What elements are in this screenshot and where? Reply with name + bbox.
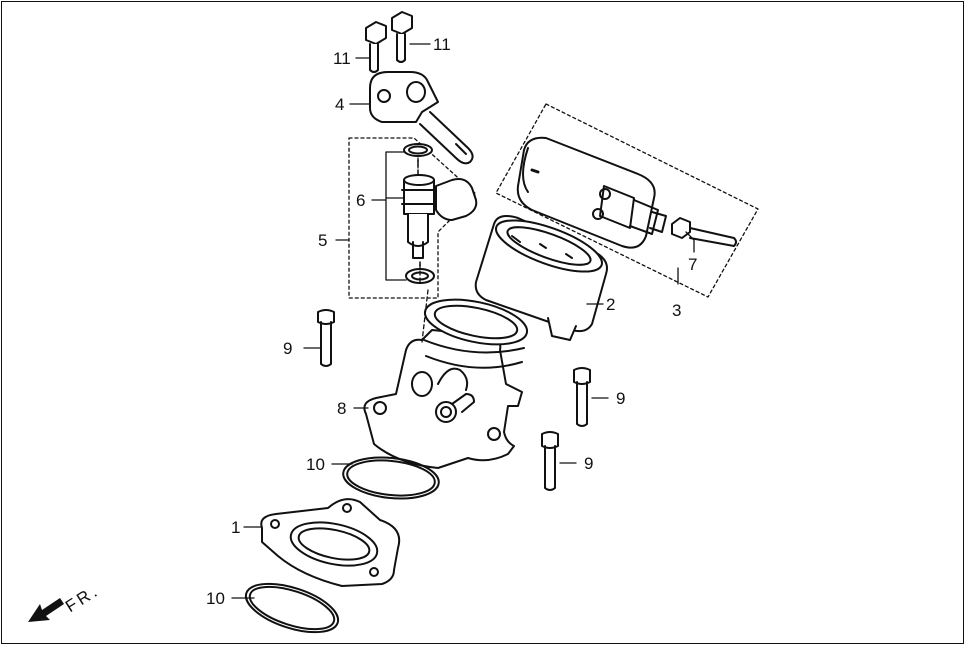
front-direction-arrow-icon xyxy=(28,598,64,622)
callout-9-right-top: 9 xyxy=(616,389,626,408)
callout-11-left: 11 xyxy=(333,49,351,68)
callout-10-lower: 10 xyxy=(206,589,225,608)
part-8-throttle-body xyxy=(363,298,529,469)
part-10-seal-upper xyxy=(342,456,440,500)
part-4-fuel-connector xyxy=(369,71,474,165)
part-1-flange xyxy=(260,498,401,587)
leader-lines xyxy=(231,43,695,599)
callout-9-right-bottom: 9 xyxy=(584,454,594,473)
part-2-cover xyxy=(474,215,608,341)
callout-9-left: 9 xyxy=(283,339,293,358)
callout-10-upper: 10 xyxy=(306,455,325,474)
part-10-seal-lower xyxy=(244,582,340,634)
callout-4: 4 xyxy=(335,95,345,114)
bolt-11-left xyxy=(365,21,387,73)
part-7-screw xyxy=(671,217,737,247)
part-3-group-outline xyxy=(495,103,759,298)
bolt-11-right xyxy=(391,11,413,63)
callout-6: 6 xyxy=(356,191,366,210)
callout-7: 7 xyxy=(688,255,698,274)
bolt-9-right-top xyxy=(573,367,591,427)
bolt-9-right-bottom xyxy=(541,431,559,491)
callout-5: 5 xyxy=(318,231,328,250)
callout-3: 3 xyxy=(672,301,682,320)
callout-2: 2 xyxy=(606,295,616,314)
callout-1: 1 xyxy=(231,518,241,537)
callout-11-right: 11 xyxy=(433,35,451,54)
part-3-throttle-sensor xyxy=(516,136,667,249)
bolt-9-left xyxy=(317,309,335,367)
callout-8: 8 xyxy=(337,399,347,418)
part-6-injector xyxy=(401,143,478,284)
part-5-group-outline xyxy=(348,137,477,299)
